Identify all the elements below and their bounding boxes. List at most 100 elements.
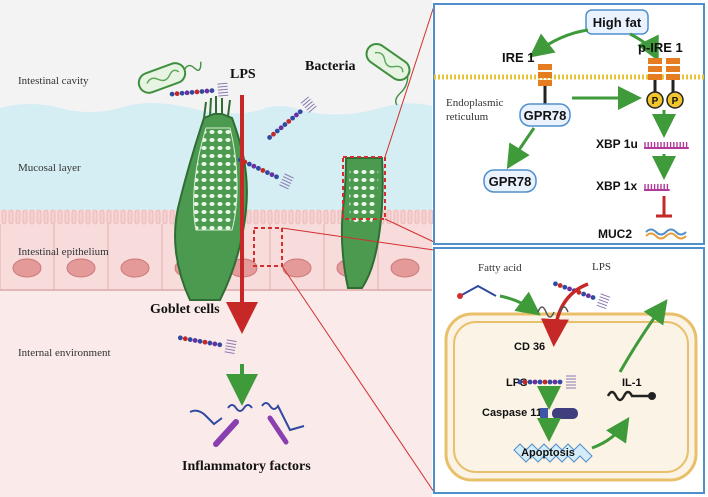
arrow-fatty-acid-cd36 [499, 291, 541, 316]
cell-nucleus [12, 258, 42, 278]
label-il1: IL-1 [622, 377, 642, 389]
lps-bead [255, 165, 261, 171]
cell-membrane-outer [444, 312, 698, 482]
label-lps: LPS [230, 67, 256, 82]
zoom-line-cell-top [281, 227, 435, 251]
label-goblet-cells: Goblet cells [150, 302, 220, 317]
microvillus [29, 209, 35, 225]
goblet-cell-small [340, 157, 384, 289]
microvillus [246, 209, 252, 225]
xbp1u-mrna [644, 142, 689, 149]
lps-bead [282, 122, 288, 127]
lps-bead [269, 172, 275, 178]
er-panel: High fat IRE 1 p-IRE 1 GPR78 P P Endopl [433, 3, 705, 245]
lps-molecule-cavity [169, 82, 229, 97]
lps-bead [542, 379, 548, 385]
cell-nucleus [120, 258, 150, 278]
lps-lipid-tail [217, 88, 228, 91]
lps-molecule-cell-inner [517, 375, 576, 389]
lps-bead [265, 170, 270, 175]
lps-bead [204, 88, 210, 94]
lps-bead [182, 336, 188, 342]
lps-lipid-tail [225, 348, 236, 352]
lps-bead [187, 337, 193, 342]
arrow-highfat-ire1 [529, 28, 589, 58]
microvillus [148, 209, 154, 225]
lps-lipid-tail [284, 173, 294, 179]
lps-lipid-tail [218, 91, 229, 94]
microvillus [36, 209, 42, 225]
lps-bead [202, 339, 208, 345]
microvillus [155, 209, 161, 225]
xbp1x-mrna [644, 184, 670, 191]
lps-lipid-tail [599, 296, 610, 301]
label-apoptosis: Apoptosis [521, 447, 575, 459]
cd36-receptor [537, 306, 569, 318]
lps-lipid-tail [600, 293, 611, 298]
microvillus [316, 209, 322, 225]
label-p-ire1: p-IRE 1 [638, 40, 683, 55]
label-inflammatory-factors: Inflammatory factors [182, 459, 311, 474]
caspase11-head [540, 408, 548, 418]
cell-membrane-inner [453, 321, 689, 473]
ire1-receptor [538, 64, 552, 104]
lps-bead [267, 135, 273, 140]
arrow-lps-entry [540, 282, 589, 347]
lps-lipid-tail [226, 339, 237, 343]
lps-bead [522, 379, 528, 385]
high-fat-box [585, 9, 649, 35]
cell-nucleus [390, 258, 420, 278]
zoom-line-er-bottom [384, 218, 435, 243]
lps-bead [557, 379, 563, 385]
lps-molecule-mucosa-1 [267, 96, 317, 140]
apoptosis-burst [513, 443, 593, 463]
microvillus [288, 209, 294, 225]
lps-bead [246, 161, 252, 167]
microvillus [8, 209, 14, 225]
lps-bead [174, 91, 180, 97]
microvillus [113, 209, 119, 225]
lps-bead [532, 379, 538, 385]
microvillus [330, 209, 336, 225]
lps-molecule-internal [177, 335, 237, 354]
label-xbp1x: XBP 1x [596, 179, 637, 193]
microvillus [50, 209, 56, 225]
phospho-label-2: P [672, 96, 679, 107]
highlight-box-epithelium [253, 227, 283, 267]
lps-bead [197, 338, 203, 344]
microvillus [92, 209, 98, 225]
fatty-acid-head [457, 293, 463, 299]
label-intestinal-epithelium: Intestinal epithelium [18, 246, 109, 258]
lps-bead [290, 115, 295, 121]
lps-bead [192, 338, 198, 343]
label-caspase11: Caspase 11 [482, 407, 542, 419]
p-ire1-dimer [646, 58, 684, 109]
bacterium-left [137, 61, 202, 94]
microvillus [281, 209, 287, 225]
lps-lipid-tail [225, 345, 236, 349]
label-xbp1u: XBP 1u [596, 137, 638, 151]
microvillus [253, 209, 259, 225]
microvillus [43, 209, 49, 225]
lps-bead [194, 89, 200, 95]
lps-bead [562, 284, 568, 290]
label-intestinal-cavity: Intestinal cavity [18, 75, 89, 87]
lps-lipid-tail [302, 98, 311, 106]
label-ire1: IRE 1 [502, 50, 535, 65]
label-lps-top: LPS [592, 261, 611, 273]
lps-bead [517, 379, 523, 385]
lps-lipid-tail [217, 82, 228, 85]
label-er-1: Endoplasmic [446, 97, 504, 109]
lps-bead [547, 379, 553, 385]
lps-lipid-tail [226, 342, 237, 346]
lps-bead [286, 118, 292, 124]
gpr78-free-box [483, 169, 537, 193]
lps-bead [585, 293, 591, 299]
lps-bead [557, 283, 563, 288]
lps-bead [177, 335, 183, 341]
bacterium-right [365, 42, 411, 106]
lps-lipid-tail [282, 176, 293, 182]
lps-bead [209, 88, 215, 94]
cell-panel: Fatty acid LPS CD 36 LPS Caspase 11 Apop… [433, 247, 705, 494]
